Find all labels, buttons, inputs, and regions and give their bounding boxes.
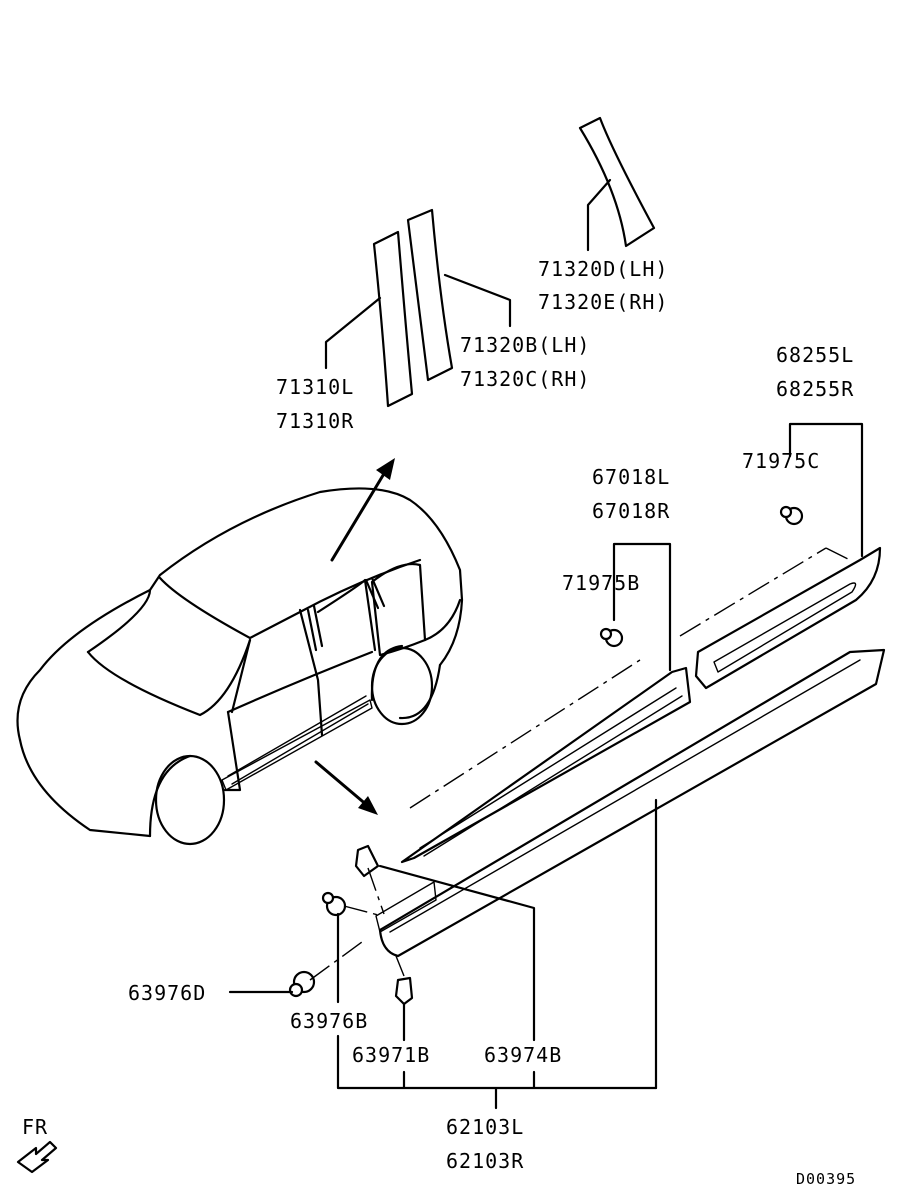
fastener-63976d[interactable] <box>288 970 316 998</box>
label-62103r: 62103R <box>446 1149 524 1173</box>
garnish-67018-dashed-guide <box>409 659 641 809</box>
vehicle-outline <box>16 487 464 846</box>
label-71320c: 71320C(RH) <box>460 367 590 391</box>
screw-63971b[interactable] <box>394 976 414 1006</box>
arrow-down <box>314 760 378 815</box>
arrow-up <box>330 458 395 562</box>
label-71320b: 71320B(LH) <box>460 333 590 357</box>
label-71310l: 71310L <box>276 375 354 399</box>
label-68255r: 68255R <box>776 377 854 401</box>
label-71320d: 71320D(LH) <box>538 257 668 281</box>
clip-71975c[interactable] <box>779 505 804 526</box>
leader-71310 <box>324 296 382 370</box>
pillar-trim-71320b[interactable] <box>406 208 454 382</box>
pillar-trim-71320d[interactable] <box>578 116 656 248</box>
leader-68255 <box>788 422 864 558</box>
label-63974b: 63974B <box>484 1043 562 1067</box>
leader-67018 <box>612 542 672 672</box>
label-71310r: 71310R <box>276 409 354 433</box>
fastener-63976b[interactable] <box>321 891 347 917</box>
diagram-id: D00395 <box>796 1170 856 1187</box>
label-67018r: 67018R <box>592 499 670 523</box>
leader-71320d <box>586 178 612 252</box>
label-71320e: 71320E(RH) <box>538 290 668 314</box>
garnish-67018[interactable] <box>400 666 692 864</box>
fastener-63974b[interactable] <box>354 844 380 878</box>
side-sill-62103[interactable] <box>375 648 886 958</box>
fr-arrow-icon <box>16 1140 58 1174</box>
label-71975b: 71975B <box>562 571 640 595</box>
leader-62103-bracket <box>336 1034 658 1110</box>
label-62103l: 62103L <box>446 1115 524 1139</box>
label-fr: FR <box>22 1115 48 1139</box>
leader-71320b <box>443 273 512 328</box>
label-71975c: 71975C <box>742 449 820 473</box>
garnish-68255-dashed-guide <box>679 547 851 637</box>
leader-63974b <box>378 864 536 1042</box>
label-68255l: 68255L <box>776 343 854 367</box>
label-63971b: 63971B <box>352 1043 430 1067</box>
label-63976d: 63976D <box>128 981 206 1005</box>
clip-71975b[interactable] <box>599 627 624 648</box>
label-63976b: 63976B <box>290 1009 368 1033</box>
pillar-trim-71310[interactable] <box>372 230 414 408</box>
garnish-68255[interactable] <box>694 546 882 690</box>
label-67018l: 67018L <box>592 465 670 489</box>
fastener-dashed-guides <box>309 867 405 981</box>
